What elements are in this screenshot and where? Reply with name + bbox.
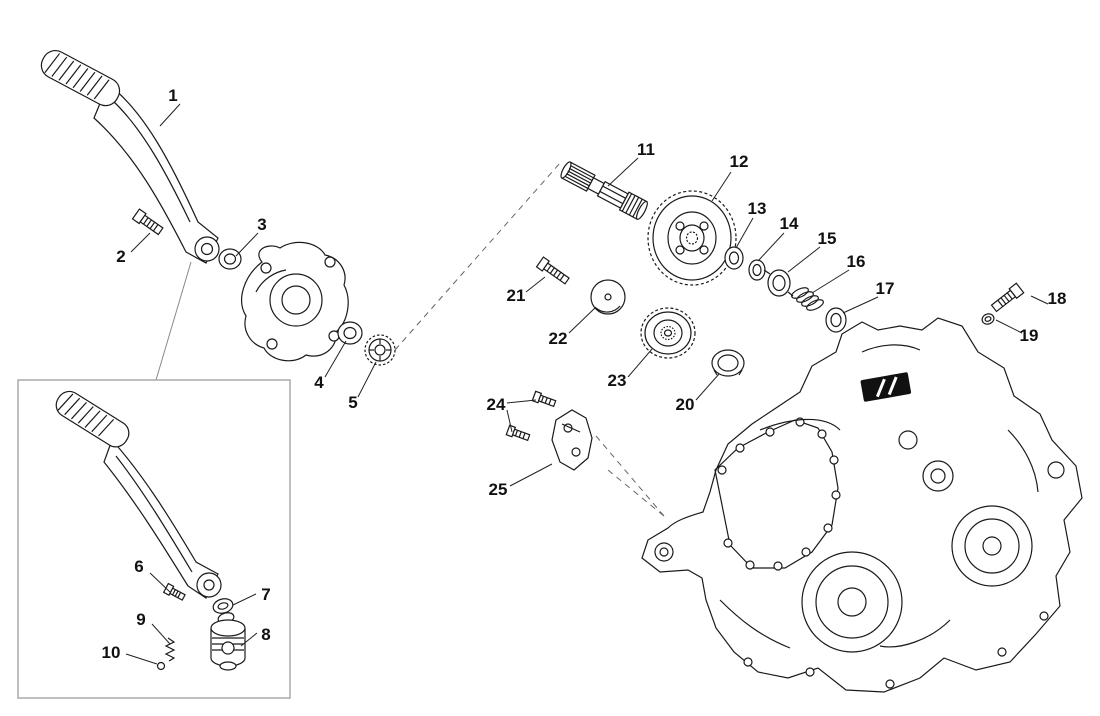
part-label-12: 12	[730, 152, 749, 171]
leader-lines	[125, 103, 1049, 665]
kick-lever-assembly	[40, 50, 220, 381]
spring-16	[791, 287, 824, 311]
collar-20	[711, 349, 745, 377]
part-label-7: 7	[261, 585, 270, 604]
part-label-3: 3	[257, 215, 266, 234]
spring-9	[164, 637, 176, 662]
part-label-1: 1	[168, 86, 177, 105]
bracket-25	[551, 409, 593, 471]
idle-gear-23	[640, 307, 696, 359]
washer-17	[825, 307, 847, 333]
pedal-8	[210, 619, 246, 671]
bolt-18	[990, 282, 1025, 313]
brand-logo	[860, 372, 912, 402]
part-label-18: 18	[1048, 289, 1067, 308]
kick-gear-12	[647, 190, 737, 286]
part-label-21: 21	[507, 286, 526, 305]
part-label-17: 17	[876, 279, 895, 298]
part-label-24: 24	[487, 395, 506, 414]
part-label-10: 10	[102, 643, 121, 662]
part-label-20: 20	[676, 395, 695, 414]
part-label-22: 22	[549, 329, 568, 348]
dashed-reference-lines	[394, 162, 665, 517]
part-label-14: 14	[780, 214, 799, 233]
disc-22	[590, 279, 626, 315]
part-label-11: 11	[637, 140, 655, 159]
ball-10	[156, 661, 166, 671]
part-label-8: 8	[261, 625, 270, 644]
part-label-9: 9	[136, 610, 145, 629]
screw-21	[535, 256, 570, 285]
screw-6	[162, 582, 186, 601]
part-label-16: 16	[847, 252, 866, 271]
washer-7	[212, 598, 234, 614]
ratchet-15	[763, 269, 794, 297]
part-label-23: 23	[608, 371, 627, 390]
crankcase	[641, 317, 1083, 693]
part-label-4: 4	[314, 373, 324, 392]
inset-lever-grip	[55, 390, 130, 448]
part-label-5: 5	[348, 393, 357, 412]
part-label-13: 13	[748, 199, 767, 218]
part-label-19: 19	[1020, 326, 1039, 345]
pivot-bolt-2	[131, 208, 164, 236]
engine-cover	[241, 241, 349, 362]
washer-3	[218, 248, 242, 270]
part-labels: 1 2 3 4 5 6 7 8 9 10 11 12 13 14 15 16 1…	[102, 86, 1067, 662]
washer-14	[748, 259, 766, 281]
part-label-15: 15	[818, 229, 837, 248]
part-label-6: 6	[134, 557, 143, 576]
screw-24b	[505, 424, 531, 442]
part-label-25: 25	[489, 480, 508, 499]
part-label-2: 2	[116, 247, 125, 266]
washer-19	[981, 313, 995, 325]
spring-seat-5	[364, 334, 396, 366]
washer-13	[724, 246, 744, 270]
kick-shaft-11	[560, 161, 648, 221]
washer-4	[337, 321, 363, 345]
kick-lever-grip	[40, 50, 121, 107]
inset-detail-box	[17, 379, 291, 699]
